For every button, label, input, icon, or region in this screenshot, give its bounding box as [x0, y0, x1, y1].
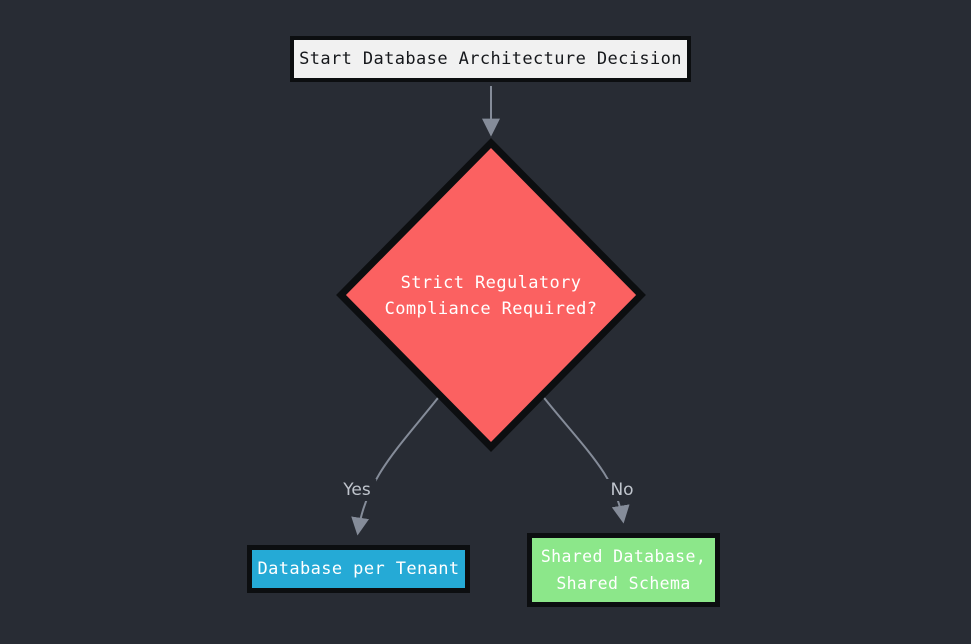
- decision-label-line-2: Compliance Required?: [384, 299, 598, 319]
- edge-label-yes: Yes: [337, 479, 377, 501]
- edge-label-no: No: [604, 479, 640, 501]
- start-node: Start Database Architecture Decision: [290, 36, 691, 82]
- decision-node-label: Strict Regulatory Compliance Required?: [385, 270, 598, 322]
- shared-label-line-2: Shared Schema: [556, 574, 691, 593]
- shared-label-line-1: Shared Database,: [540, 547, 707, 566]
- shared-result-node: Shared Database, Shared Schema: [527, 533, 720, 607]
- tenant-result-node: Database per Tenant: [247, 545, 470, 593]
- decision-diamond: [336, 138, 646, 452]
- decision-label-line-1: Strict Regulatory: [400, 273, 582, 293]
